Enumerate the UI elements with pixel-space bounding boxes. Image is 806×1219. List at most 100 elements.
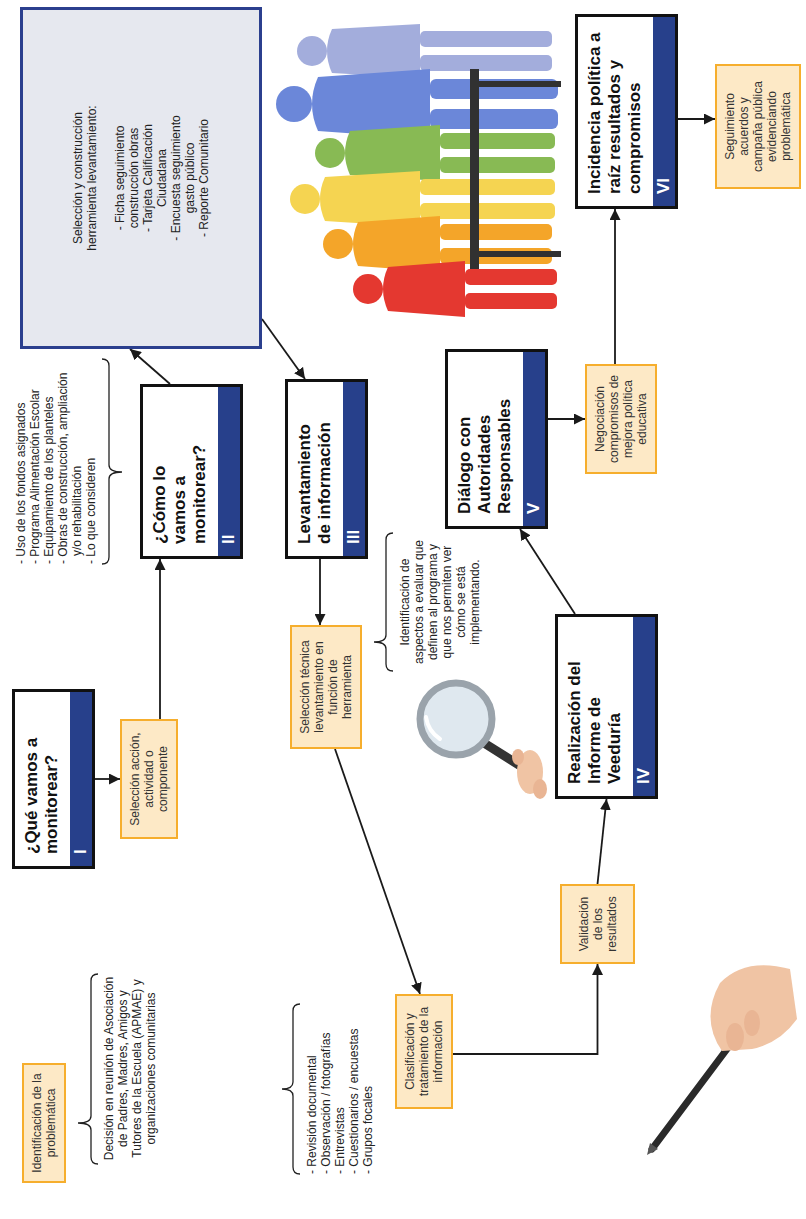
text-area: Selección acción, actividad o componente bbox=[128, 727, 170, 831]
brace bbox=[102, 359, 122, 564]
number-band: I bbox=[70, 692, 92, 866]
note-text: Identificación de aspectos a evaluar que… bbox=[398, 533, 482, 671]
brace bbox=[374, 533, 393, 671]
box-heading: Selección y construcción herramienta lev… bbox=[71, 103, 99, 253]
text-area: Selección técnica levantamiento en funci… bbox=[298, 633, 354, 741]
box-text: Identificación de la problemática bbox=[30, 1071, 58, 1175]
step-number: V bbox=[524, 503, 543, 514]
step-number: II bbox=[219, 535, 238, 544]
process-box: Clasificación y tratamiento de la inform… bbox=[395, 994, 453, 1109]
flow-arrow bbox=[335, 749, 420, 994]
list-item: - Ficha seguimiento construcción obras bbox=[113, 103, 141, 253]
step-heading: Diálogo con Autoridades Responsables bbox=[455, 389, 515, 514]
process-box: Validación de los resultados bbox=[560, 884, 635, 964]
step-number: IV bbox=[634, 768, 653, 784]
box-text: Clasificación y tratamiento de la inform… bbox=[403, 1002, 445, 1101]
illustration-shape bbox=[744, 1010, 760, 1036]
illustration-shape bbox=[290, 184, 320, 214]
step-box: ¿Cómo lo vamos a monitorear? II bbox=[140, 384, 243, 559]
illustration-shape bbox=[479, 251, 561, 257]
step-box: Incidencia política a raíz resultados y … bbox=[575, 14, 678, 209]
process-box: Selección técnica levantamiento en funci… bbox=[290, 625, 362, 749]
flow-arrow bbox=[598, 799, 607, 884]
flow-arrow bbox=[614, 209, 616, 364]
text-area: Validación de los resultados bbox=[577, 892, 619, 956]
illustration-shape bbox=[315, 138, 345, 168]
illustration-shape bbox=[465, 293, 557, 309]
illustration-shape bbox=[426, 717, 440, 739]
list-item: - Equipamiento de los planteles bbox=[42, 359, 56, 564]
illustration-shape bbox=[327, 24, 420, 78]
list-item: - Obras de construcción, ampliación y/o … bbox=[56, 359, 84, 564]
list-item: - Observación / fotografías bbox=[319, 1004, 333, 1174]
illustration-shape bbox=[710, 965, 797, 1051]
illustration-shape bbox=[726, 1023, 744, 1051]
magnifier-illustration bbox=[420, 683, 547, 799]
step-heading-area: ¿Cómo lo vamos a monitorear? bbox=[143, 387, 218, 556]
flow-arrow bbox=[95, 778, 120, 780]
flow-arrow bbox=[262, 319, 305, 379]
illustration-shape bbox=[470, 69, 479, 269]
process-box: Negociación compromisos de mejora políti… bbox=[585, 364, 657, 474]
tool-box: Selección y construcción herramienta lev… bbox=[20, 7, 262, 349]
number-band: IV bbox=[633, 617, 655, 796]
step-heading: ¿Qué vamos a monitorear? bbox=[22, 704, 62, 854]
step-heading-area: Diálogo con Autoridades Responsables bbox=[448, 352, 523, 526]
illustration-shape bbox=[297, 36, 327, 66]
text-area: Seguimiento acuerdos y campaña pública e… bbox=[723, 72, 793, 181]
step-box: ¿Qué vamos a monitorear? I bbox=[12, 689, 95, 869]
flow-arrow bbox=[159, 559, 161, 719]
flow-arrow bbox=[130, 349, 170, 384]
illustration-shape bbox=[323, 229, 353, 259]
illustration-shape bbox=[512, 749, 524, 765]
box-text: Validación de los resultados bbox=[577, 892, 619, 956]
flow-arrow bbox=[548, 418, 585, 420]
person-figure bbox=[353, 261, 557, 317]
list-item: - Grupos focales bbox=[361, 1004, 375, 1174]
step-box: Diálogo con Autoridades ResponsablesV bbox=[445, 349, 548, 529]
illustration-shape bbox=[533, 779, 547, 799]
list-item: - Cuestionarios / encuestas bbox=[347, 1004, 361, 1174]
flow-arrow bbox=[453, 964, 598, 1054]
step-heading: Incidencia política a raíz resultados y … bbox=[585, 26, 645, 194]
step-number: I bbox=[71, 849, 90, 854]
number-band: VI bbox=[653, 17, 675, 206]
list-item: - Uso de los fondos asignados bbox=[14, 359, 28, 564]
text-area: Negociación compromisos de mejora políti… bbox=[593, 372, 649, 466]
illustration-shape bbox=[353, 216, 440, 272]
brace bbox=[78, 974, 98, 1164]
illustration-shape bbox=[420, 179, 555, 195]
box-text: Negociación compromisos de mejora políti… bbox=[593, 372, 649, 466]
process-box: Selección acción, actividad o componente bbox=[120, 719, 178, 839]
step-number: III bbox=[344, 530, 363, 544]
illustration-shape bbox=[276, 86, 312, 122]
illustration-shape bbox=[345, 125, 440, 181]
list-item: - Programa Alimentación Escolar bbox=[28, 359, 42, 564]
brackets bbox=[78, 359, 393, 1174]
step-box: Realización del Informe de VeeduríaIV bbox=[555, 614, 658, 799]
list-item: - Revisión documental bbox=[305, 1004, 319, 1174]
step-heading: Levantamiento de información bbox=[295, 404, 335, 544]
step-heading-area: ¿Qué vamos a monitorear? bbox=[15, 692, 70, 866]
illustration-shape bbox=[479, 81, 561, 87]
step-heading: Realización del Informe de Veeduría bbox=[565, 656, 625, 784]
step-box: Levantamiento de informaciónIII bbox=[285, 379, 368, 559]
illustration-shape bbox=[420, 31, 552, 47]
step-heading: ¿Cómo lo vamos a monitorear? bbox=[150, 426, 210, 544]
list-item: - Encuesta seguimiento gasto público bbox=[169, 103, 197, 253]
illustration-shape bbox=[647, 1143, 658, 1155]
flow-arrow bbox=[319, 559, 321, 625]
illustration-shape bbox=[440, 133, 555, 149]
illustration-shape bbox=[420, 203, 555, 219]
number-band: III bbox=[343, 382, 365, 556]
note-text: Decisión en reunión de Asociación de Pad… bbox=[102, 976, 158, 1161]
illustration-shape bbox=[465, 269, 557, 285]
brace bbox=[282, 1004, 300, 1174]
table bbox=[470, 69, 561, 269]
number-band: V bbox=[523, 352, 545, 526]
illustration-shape bbox=[440, 224, 552, 240]
list-item: - Entrevistas bbox=[333, 1004, 347, 1174]
people-illustration bbox=[276, 24, 561, 317]
text-area: Selección y construcción herramienta lev… bbox=[71, 103, 211, 253]
illustration-shape bbox=[420, 683, 492, 755]
